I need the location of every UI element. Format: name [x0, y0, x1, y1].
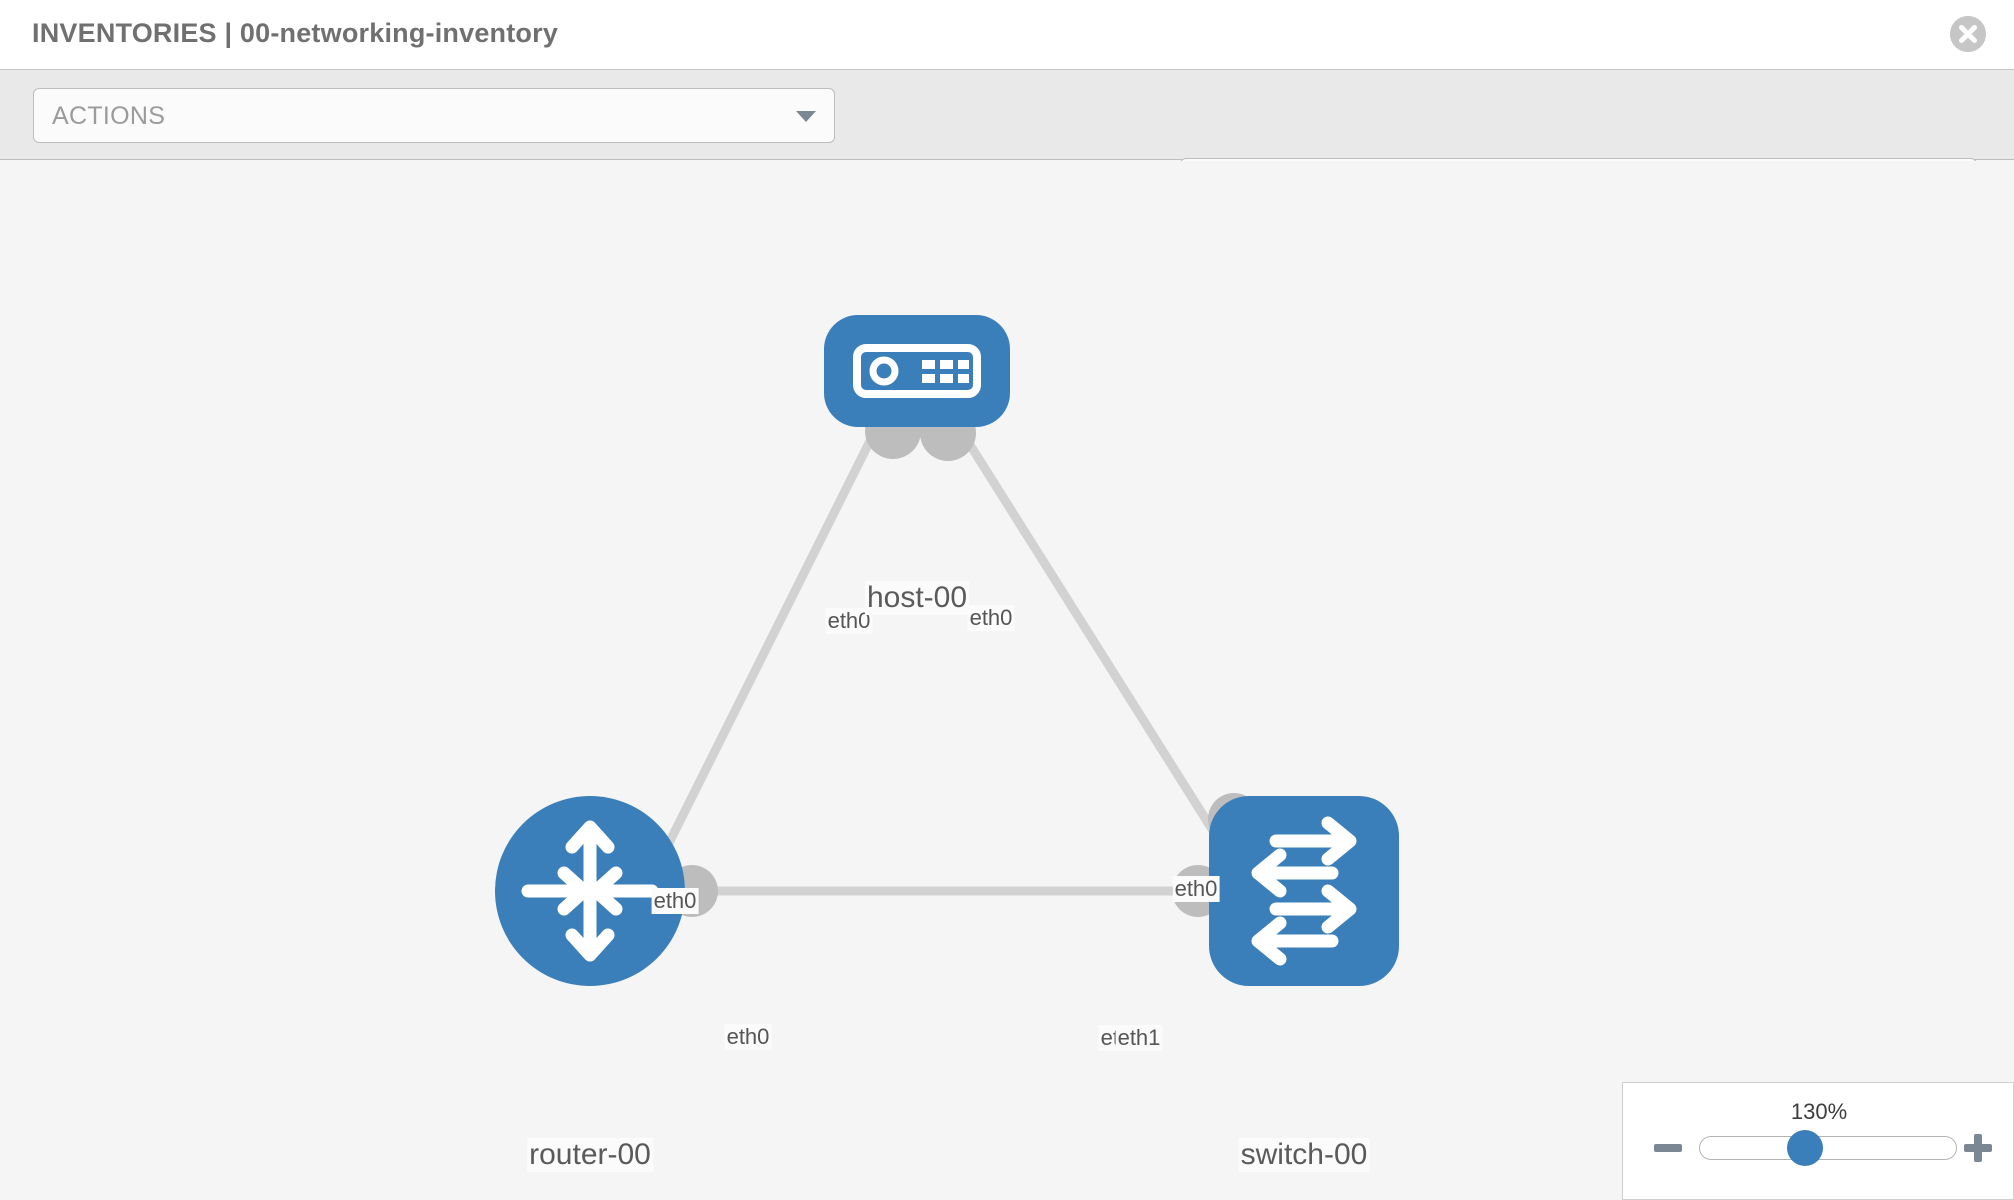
topology-connector-knobs [666, 403, 1260, 917]
link-label: eth0 [967, 605, 1015, 631]
plus-icon[interactable] [1961, 1131, 1995, 1165]
actions-dropdown-label: ACTIONS [52, 102, 166, 130]
topology-canvas[interactable]: eth0 eth0 eth0 eth0 eth0 eth0 eth1 host-… [0, 161, 2014, 1200]
topology-node-switch-00 [1209, 796, 1399, 986]
node-label-switch-00: switch-00 [1238, 1138, 1370, 1172]
node-label-router-00: router-00 [527, 1138, 653, 1172]
link-label: eth1 [1115, 1025, 1163, 1051]
zoom-slider-track[interactable] [1699, 1136, 1957, 1160]
switch-arrows-icon [1251, 816, 1357, 966]
chevron-down-icon [796, 111, 816, 122]
link-label: eth0 [825, 608, 873, 634]
link-label: eth0 [1172, 876, 1220, 902]
topology-node-router-00 [495, 796, 685, 986]
link-host00-switch00 [951, 418, 1236, 864]
router-arrows-icon [521, 820, 659, 962]
page-header: INVENTORIES | 00-networking-inventory [0, 0, 2014, 70]
close-icon[interactable] [1950, 16, 1986, 52]
link-host00-router00 [655, 418, 885, 864]
toolbar: ACTIONS SEARCH [0, 70, 2014, 213]
topology-node-host-00 [824, 315, 1010, 427]
zoom-control-panel: 130% [1622, 1082, 2014, 1200]
topology-links [655, 418, 1236, 896]
link-label: eth0 [651, 888, 699, 914]
server-device-icon [853, 344, 981, 398]
zoom-slider-thumb[interactable] [1787, 1130, 1823, 1166]
page-title: INVENTORIES | 00-networking-inventory [32, 18, 559, 48]
zoom-level-value: 130% [1790, 1099, 1848, 1124]
node-label-host-00: host-00 [864, 581, 970, 615]
minus-icon[interactable] [1651, 1131, 1685, 1165]
actions-dropdown[interactable]: ACTIONS [33, 88, 835, 143]
link-label: eth0 [724, 1024, 772, 1050]
